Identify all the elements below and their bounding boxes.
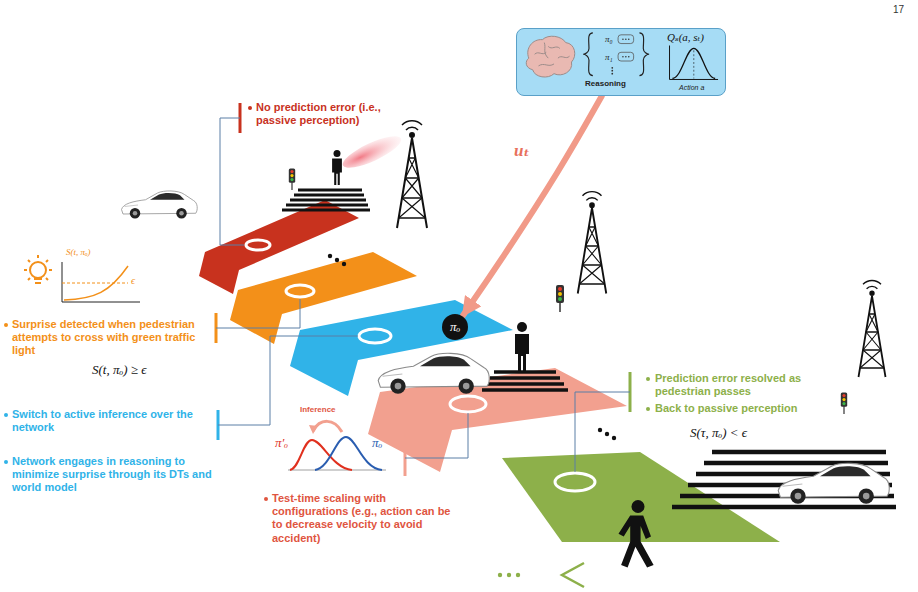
page-number: 17 bbox=[893, 4, 904, 16]
direction-arrowhead bbox=[562, 563, 584, 587]
cell-tower bbox=[397, 121, 427, 228]
callout-text: Switch to active inference over the netw… bbox=[12, 408, 207, 434]
car bbox=[778, 463, 889, 503]
callout-text: Test-time scaling with configurations (e… bbox=[272, 492, 462, 545]
reasoning-box: Reasoning π₀ π₁ Qₛ(a, sₜ) Action a bbox=[516, 28, 726, 96]
policy-symbol: πₒ bbox=[442, 314, 468, 340]
callout-text: Prediction error resolved as pedestrian … bbox=[655, 372, 820, 398]
callout-text: Back to passive perception bbox=[655, 402, 840, 415]
policy-circle: πₒ bbox=[442, 314, 468, 340]
traffic-light bbox=[289, 168, 295, 190]
car bbox=[378, 353, 489, 393]
surprise-chart bbox=[62, 262, 140, 302]
pedestrian-walking bbox=[619, 500, 654, 568]
axis-label: S(t, πₒ) bbox=[66, 247, 91, 258]
pedestrian bbox=[332, 150, 342, 185]
formula: S(τ, πₒ) < ϵ bbox=[690, 425, 747, 441]
callout-text: Network engages in reasoning to minimize… bbox=[12, 455, 212, 495]
lightbulb-icon bbox=[24, 255, 52, 283]
cell-tower bbox=[859, 281, 886, 377]
callout-text: Surprise detected when pedestrian attemp… bbox=[12, 318, 202, 358]
formula: S(t, πₒ) ≥ ϵ bbox=[92, 362, 146, 378]
threshold-label: ϵ bbox=[131, 275, 135, 287]
car bbox=[122, 191, 198, 219]
ellipsis-dots bbox=[328, 254, 616, 440]
traffic-light bbox=[556, 285, 564, 312]
box-text: Reasoning bbox=[585, 79, 626, 88]
box-text: Action a bbox=[679, 84, 704, 92]
ellipsis-dots bbox=[498, 573, 520, 577]
crosswalk bbox=[482, 372, 568, 390]
box-text: π₁ bbox=[605, 52, 613, 62]
inference-plot bbox=[288, 421, 386, 470]
blue-chevron bbox=[290, 300, 513, 396]
road-chevrons bbox=[199, 200, 780, 542]
distribution-label: π′ₒ bbox=[275, 435, 288, 451]
crosswalk bbox=[282, 190, 370, 210]
traffic-light bbox=[841, 392, 847, 414]
distribution-label: πₒ bbox=[372, 435, 382, 451]
control-arrow bbox=[463, 96, 602, 315]
callout-text: No prediction error (i.e., passive perce… bbox=[256, 101, 406, 127]
box-text: Qₛ(a, sₜ) bbox=[667, 31, 704, 44]
crosswalk bbox=[672, 452, 896, 507]
road-rings bbox=[246, 240, 595, 491]
bullets bbox=[4, 106, 650, 501]
plot-title: Inference bbox=[300, 405, 336, 415]
perception-beam bbox=[339, 130, 405, 173]
cell-tower bbox=[578, 192, 607, 294]
box-text: π₀ bbox=[605, 34, 613, 44]
edge-label: uₜ bbox=[512, 140, 532, 161]
pedestrian bbox=[515, 322, 529, 372]
